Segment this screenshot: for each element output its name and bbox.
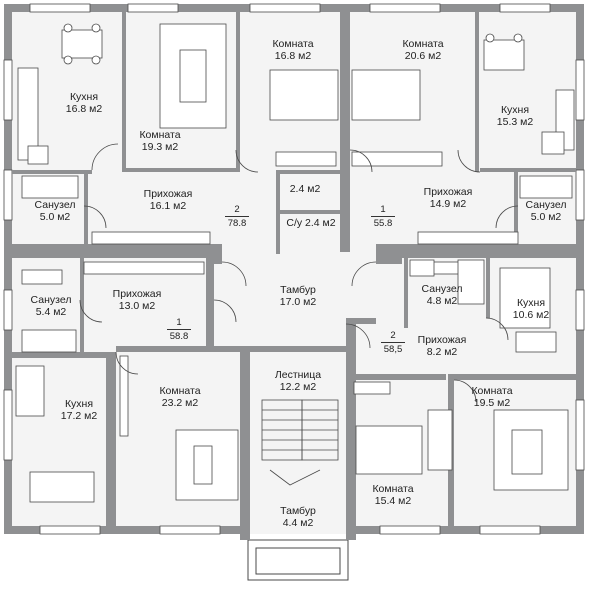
- apartment-area: 58.8: [169, 331, 189, 342]
- room-area: 2.4 м2: [305, 217, 336, 229]
- staircase: [261, 399, 339, 486]
- room-label-closet: 2.4 м2: [290, 183, 321, 195]
- room-area: 4.4 м2: [282, 517, 314, 529]
- room-name: Санузел: [34, 199, 76, 211]
- room-name: Тамбур: [280, 284, 316, 296]
- apartment-divider: [225, 216, 249, 217]
- apartment-area: 58,5: [383, 344, 403, 355]
- windows: [3, 3, 585, 535]
- apartment-room-count: 2: [390, 330, 396, 341]
- room-name: Тамбур: [280, 505, 316, 517]
- apartment-room-count: 1: [176, 317, 182, 328]
- room-area: 23.2 м2: [161, 397, 199, 409]
- room-name: Комната: [402, 38, 444, 50]
- room-area: 5.0 м2: [530, 211, 562, 223]
- room-area: 5.4 м2: [35, 306, 67, 318]
- apartment-room-count: 2: [234, 204, 240, 215]
- room-name: Санузел: [30, 294, 72, 306]
- room-name: Прихожая: [143, 188, 193, 200]
- room-area: 16.8 м2: [274, 50, 312, 62]
- room-area: 5.0 м2: [39, 211, 71, 223]
- furniture: [15, 23, 575, 503]
- apartment-divider: [167, 329, 191, 330]
- room-area: 19.5 м2: [473, 397, 511, 409]
- room-name: Санузел: [525, 199, 567, 211]
- room-area: 20.6 м2: [404, 50, 442, 62]
- room-name: Кухня: [516, 297, 546, 309]
- entrance-porch-inner: [255, 547, 341, 575]
- entrance-porch: [247, 539, 349, 581]
- room-name: Комната: [159, 385, 201, 397]
- room-area: 15.3 м2: [496, 116, 534, 128]
- room-area: 13.0 м2: [118, 300, 156, 312]
- apartment-area: 55.8: [373, 218, 393, 229]
- room-name: Лестница: [274, 369, 322, 381]
- room-name: Комната: [139, 129, 181, 141]
- room-area: 8.2 м2: [426, 346, 458, 358]
- room-area: 19.3 м2: [141, 141, 179, 153]
- room-area: 14.9 м2: [429, 198, 467, 210]
- room-name: Прихожая: [423, 186, 473, 198]
- apartment-area: 78.8: [227, 218, 247, 229]
- room-name: С/у: [286, 217, 303, 229]
- room-name: Кухня: [500, 104, 530, 116]
- room-name: Прихожая: [112, 288, 162, 300]
- room-area: 12.2 м2: [279, 381, 317, 393]
- interior-walls: [12, 12, 576, 540]
- room-area: 15.4 м2: [374, 495, 412, 507]
- apartment-room-count: 1: [380, 204, 386, 215]
- room-area: 2.4 м2: [289, 183, 321, 195]
- doors: [79, 143, 519, 403]
- room-area: 4.8 м2: [426, 295, 458, 307]
- room-name: Кухня: [64, 398, 94, 410]
- room-label-wc: С/у 2.4 м2: [286, 217, 335, 229]
- room-name: Кухня: [69, 91, 99, 103]
- apartment-divider: [371, 216, 395, 217]
- room-name: Санузел: [421, 283, 463, 295]
- room-area: 17.2 м2: [60, 410, 98, 422]
- room-name: Комната: [372, 483, 414, 495]
- room-name: Прихожая: [417, 334, 467, 346]
- apartment-divider: [381, 342, 405, 343]
- room-area: 16.8 м2: [65, 103, 103, 115]
- room-area: 10.6 м2: [512, 309, 550, 321]
- room-name: Комната: [272, 38, 314, 50]
- room-area: 16.1 м2: [149, 200, 187, 212]
- room-area: 17.0 м2: [279, 296, 317, 308]
- room-name: Комната: [471, 385, 513, 397]
